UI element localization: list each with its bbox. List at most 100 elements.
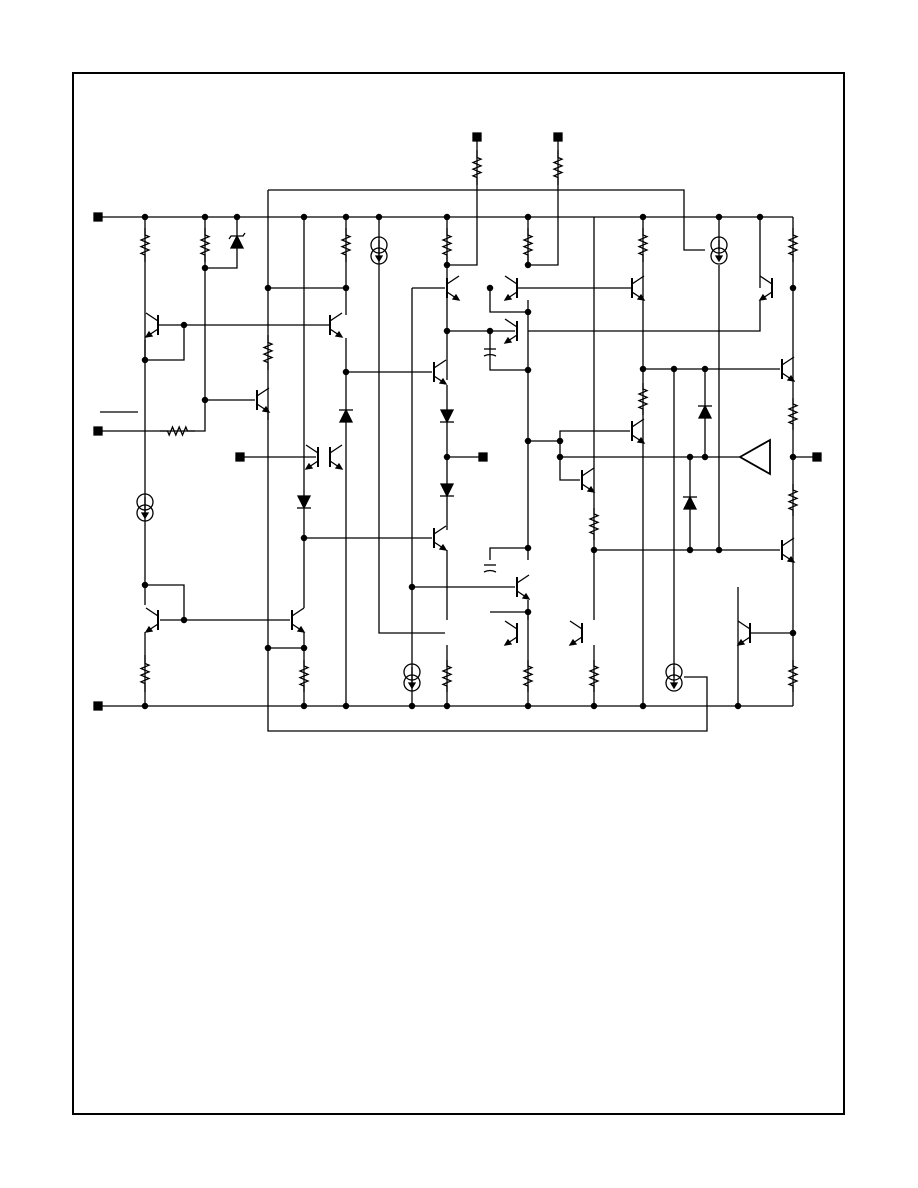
transistor-icon [505, 319, 517, 343]
transistor-icon [330, 445, 342, 469]
transistor-icon [517, 575, 529, 599]
page-frame [72, 72, 845, 1115]
junction-dot [301, 645, 306, 650]
junction-dot [142, 214, 147, 219]
capacitor-icon [484, 349, 496, 356]
transistor-icon [505, 621, 517, 645]
terminal-pin-icon [94, 213, 102, 221]
transistor-icon [782, 538, 794, 562]
resistor-icon [554, 150, 562, 185]
junction-dot [790, 454, 795, 459]
junction-dot [142, 582, 147, 587]
junction-dot [716, 214, 721, 219]
resistor-icon [590, 660, 598, 692]
terminal-pin-icon [473, 133, 481, 141]
transistor-icon [570, 621, 582, 645]
wire [447, 137, 477, 265]
wire [98, 217, 205, 431]
junction-dot [181, 617, 186, 622]
junction-dot [343, 285, 348, 290]
resistor-icon [443, 660, 451, 692]
wire [379, 217, 445, 633]
resistor-icon [639, 383, 647, 415]
junction-dot [181, 322, 186, 327]
junction-dot [525, 438, 530, 443]
junction-dot [202, 397, 207, 402]
junction-dot [525, 367, 530, 372]
current-source-icon [371, 237, 387, 264]
junction-dot [687, 454, 692, 459]
terminal-pin-icon [813, 453, 821, 461]
diode-icon [339, 410, 353, 422]
junction-dot [702, 366, 707, 371]
junction-dot [301, 535, 306, 540]
resistor-icon [342, 228, 350, 262]
transistor-icon [330, 313, 342, 337]
transistor-icon [257, 388, 269, 412]
junction-dot [142, 703, 147, 708]
resistor-icon [264, 335, 272, 370]
junction-dot [265, 285, 270, 290]
wire [268, 190, 705, 250]
transistor-icon [760, 276, 772, 300]
wire [528, 137, 558, 265]
transistor-icon [146, 313, 158, 337]
junction-dot [343, 703, 348, 708]
terminal-pin-icon [94, 702, 102, 710]
junction-dot [343, 214, 348, 219]
resistor-icon [300, 660, 308, 692]
junction-dot [444, 454, 449, 459]
junction-dot [687, 547, 692, 552]
junction-dot [591, 703, 596, 708]
zener-diode-icon [229, 233, 245, 248]
wire [490, 288, 528, 312]
diode-icon [698, 406, 712, 418]
current-source-icon [711, 237, 727, 264]
transistor-icon [306, 445, 318, 469]
junction-dot [409, 703, 414, 708]
resistor-icon [590, 508, 598, 540]
transistor-icon [632, 419, 644, 443]
junction-dot [757, 214, 762, 219]
junction-dot [301, 214, 306, 219]
resistor-icon [473, 150, 481, 185]
transistor-icon [434, 526, 446, 550]
junction-dot [301, 703, 306, 708]
junction-dot [591, 547, 596, 552]
junction-dot [265, 645, 270, 650]
transistor-icon [146, 608, 158, 632]
diode-icon [683, 497, 697, 509]
wire [528, 300, 760, 331]
junction-dot [525, 214, 530, 219]
transistor-icon [434, 360, 446, 384]
junction-dot [487, 285, 492, 290]
buffer-amplifier-icon [740, 440, 770, 474]
transistor-icon [782, 357, 794, 381]
resistor-icon [789, 660, 797, 692]
junction-dot [525, 262, 530, 267]
transistor-icon [505, 276, 517, 300]
wire [490, 331, 528, 370]
resistor-icon [789, 484, 797, 516]
junction-dot [234, 214, 239, 219]
wire [490, 612, 528, 620]
wire [528, 431, 630, 441]
transistor-icon [582, 468, 594, 492]
junction-dot [487, 328, 492, 333]
current-source-icon [404, 664, 420, 691]
resistor-icon [524, 660, 532, 692]
junction-dot [557, 454, 562, 459]
terminal-pin-icon [236, 453, 244, 461]
terminal-pin-icon [94, 427, 102, 435]
resistor-icon [141, 655, 149, 692]
junction-dot [525, 703, 530, 708]
junction-dot [640, 214, 645, 219]
resistor-icon [524, 228, 532, 262]
junction-dot [444, 214, 449, 219]
junction-dot [557, 438, 562, 443]
junction-dot [640, 703, 645, 708]
components [94, 133, 821, 710]
wires [98, 137, 817, 731]
wire [145, 320, 184, 360]
wire [205, 217, 237, 268]
